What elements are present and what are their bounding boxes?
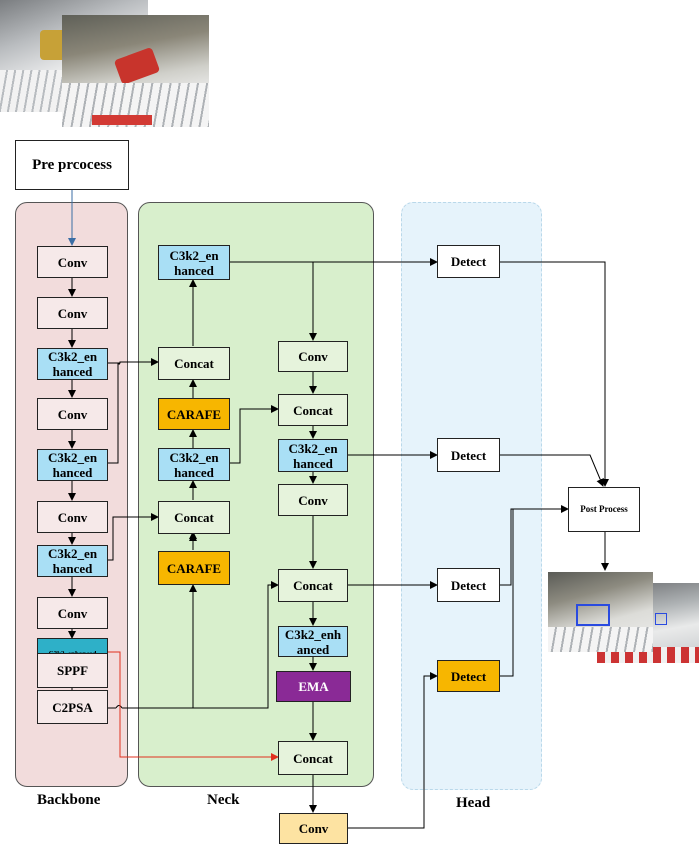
neck-carafe-1: CARAFE <box>158 398 230 430</box>
final-conv: Conv <box>279 813 348 844</box>
neck-c3k2-top: C3k2_en hanced <box>158 245 230 280</box>
backbone-conv-2: Conv <box>37 297 108 329</box>
neck-carafe-2: CARAFE <box>158 551 230 585</box>
backbone-conv-5: Conv <box>37 597 108 629</box>
backbone-conv-3: Conv <box>37 398 108 430</box>
neck-c3k2-right: C3k2_en hanced <box>278 439 348 472</box>
pre-process-box: Pre prcocess <box>15 140 129 190</box>
neck-c3k2-right-2: C3k2_enh anced <box>278 626 348 657</box>
neck-concat-2: Concat <box>158 501 230 534</box>
neck-concat-4: Concat <box>278 569 348 602</box>
head-label: Head <box>456 795 491 811</box>
backbone-c2psa: C2PSA <box>37 690 108 724</box>
backbone-conv-4: Conv <box>37 501 108 533</box>
neck-concat-3: Concat <box>278 394 348 426</box>
backbone-conv-1: Conv <box>37 246 108 278</box>
input-image-front <box>62 15 209 127</box>
backbone-c3k2-3: C3k2_en hanced <box>37 545 108 577</box>
head-detect-4: Detect <box>437 660 500 692</box>
neck-ema: EMA <box>276 671 351 702</box>
output-image-front <box>548 572 653 652</box>
neck-label: Neck <box>207 792 240 808</box>
backbone-sppf: SPPF <box>37 653 108 688</box>
backbone-label: Backbone <box>37 792 101 808</box>
head-detect-1: Detect <box>437 245 500 278</box>
backbone-c3k2-1: C3k2_en hanced <box>37 348 108 380</box>
neck-conv-a: Conv <box>278 341 348 372</box>
neck-concat-5: Concat <box>278 741 348 775</box>
backbone-c3k2-2: C3k2_en hanced <box>37 449 108 481</box>
head-detect-3: Detect <box>437 568 500 602</box>
post-process-box: Post Process <box>568 487 640 532</box>
neck-concat-1: Concat <box>158 347 230 380</box>
neck-conv-b: Conv <box>278 484 348 516</box>
head-detect-2: Detect <box>437 438 500 472</box>
neck-c3k2-mid: C3k2_en hanced <box>158 448 230 481</box>
